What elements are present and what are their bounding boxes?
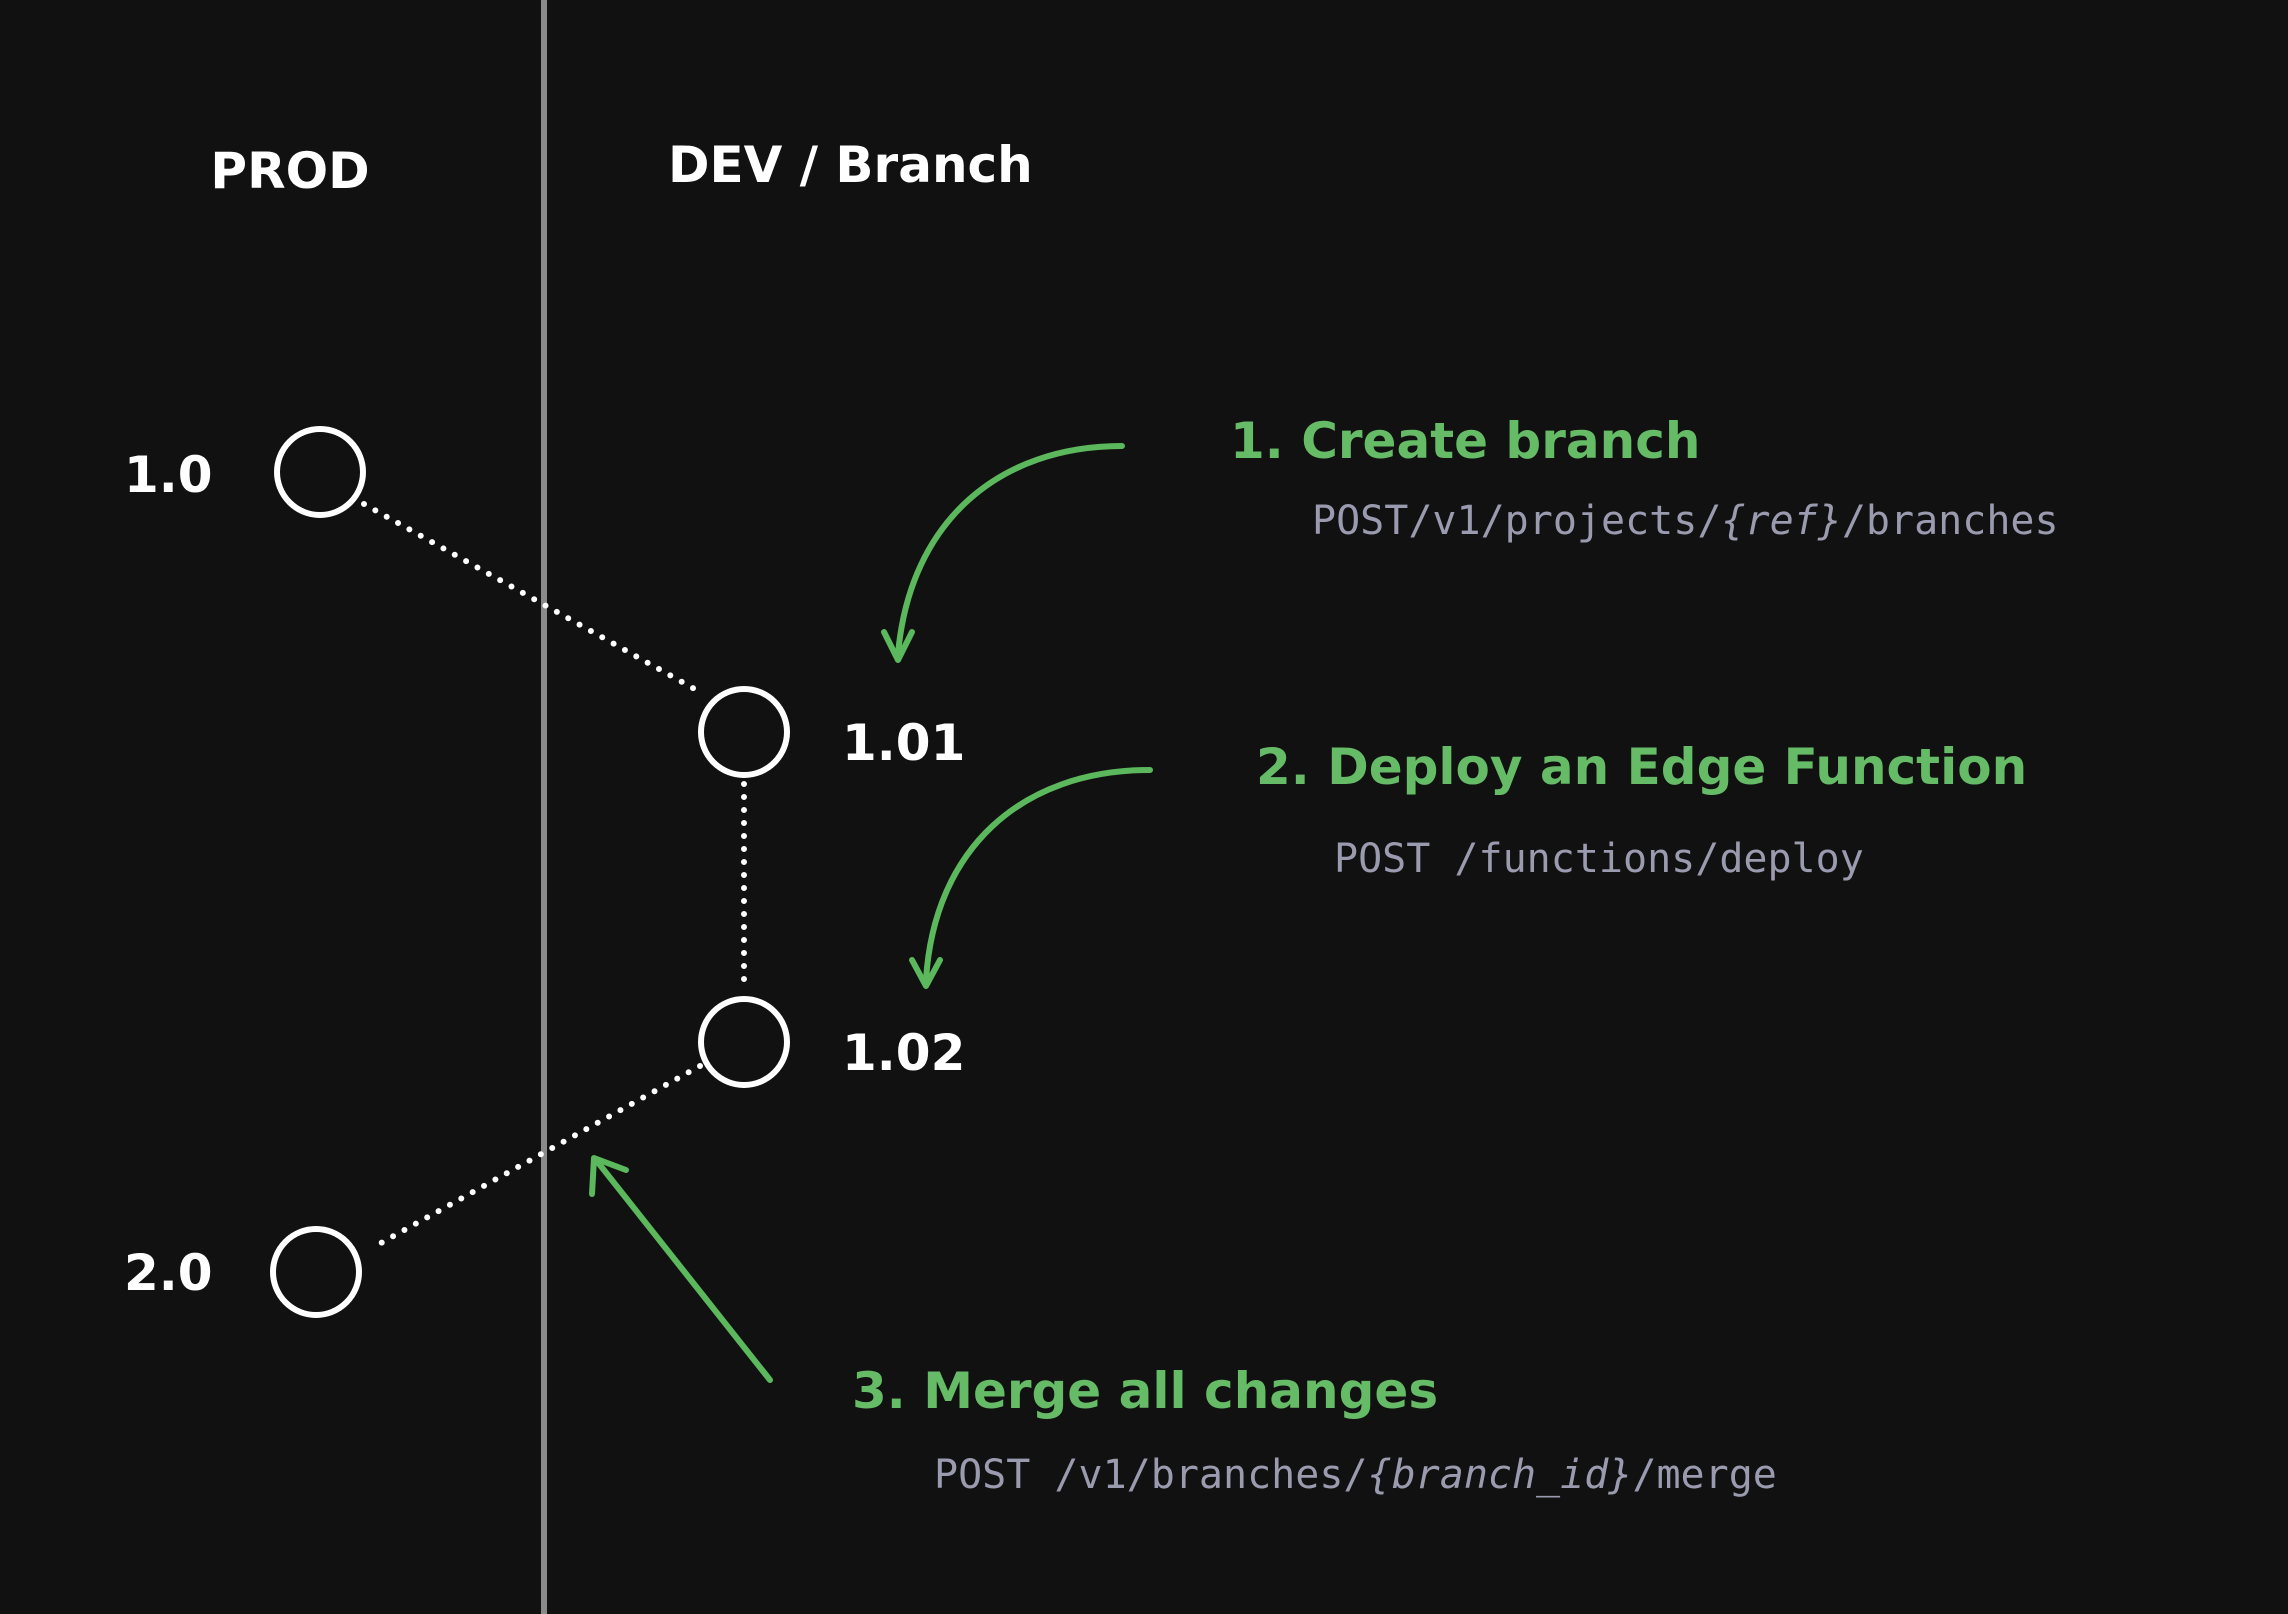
version-label-1-01: 1.01 bbox=[842, 714, 965, 772]
version-label-1-0: 1.0 bbox=[124, 446, 213, 504]
prod-column-title: PROD bbox=[210, 142, 369, 200]
node-1-01 bbox=[698, 686, 790, 778]
connector-1-0-to-1-01 bbox=[361, 501, 703, 695]
step-3-title: 3. Merge all changes bbox=[852, 1362, 1438, 1420]
node-1-02 bbox=[698, 996, 790, 1088]
step-3-endpoint-suffix: /merge bbox=[1632, 1452, 1777, 1498]
step-1-arrow bbox=[881, 443, 1125, 663]
step-2-arrow bbox=[909, 767, 1153, 989]
step-1-endpoint-prefix: POST/v1/projects/ bbox=[1312, 498, 1721, 544]
step-1-title: 1. Create branch bbox=[1230, 412, 1700, 470]
step-1-endpoint: POST/v1/projects/{ref}/branches bbox=[1312, 498, 2059, 544]
step-3-endpoint-prefix: POST /v1/branches/ bbox=[934, 1452, 1367, 1498]
dev-column-title: DEV / Branch bbox=[668, 136, 1033, 194]
connector-1-02-to-2-0 bbox=[369, 1063, 703, 1251]
step-1-endpoint-param: {ref} bbox=[1721, 498, 1841, 544]
step-2-title: 2. Deploy an Edge Function bbox=[1256, 738, 2027, 796]
step-1-endpoint-suffix: /branches bbox=[1842, 498, 2059, 544]
version-label-1-02: 1.02 bbox=[842, 1024, 965, 1082]
step-2-endpoint: POST /functions/deploy bbox=[1334, 836, 1864, 882]
node-1-0 bbox=[274, 426, 366, 518]
step-3-endpoint-param: {branch_id} bbox=[1367, 1452, 1632, 1498]
version-label-2-0: 2.0 bbox=[124, 1244, 213, 1302]
step-2-endpoint-prefix: POST /functions/deploy bbox=[1334, 836, 1864, 882]
step-3-endpoint: POST /v1/branches/{branch_id}/merge bbox=[934, 1452, 1777, 1498]
step-3-arrow bbox=[589, 1155, 773, 1383]
node-2-0 bbox=[270, 1226, 362, 1318]
